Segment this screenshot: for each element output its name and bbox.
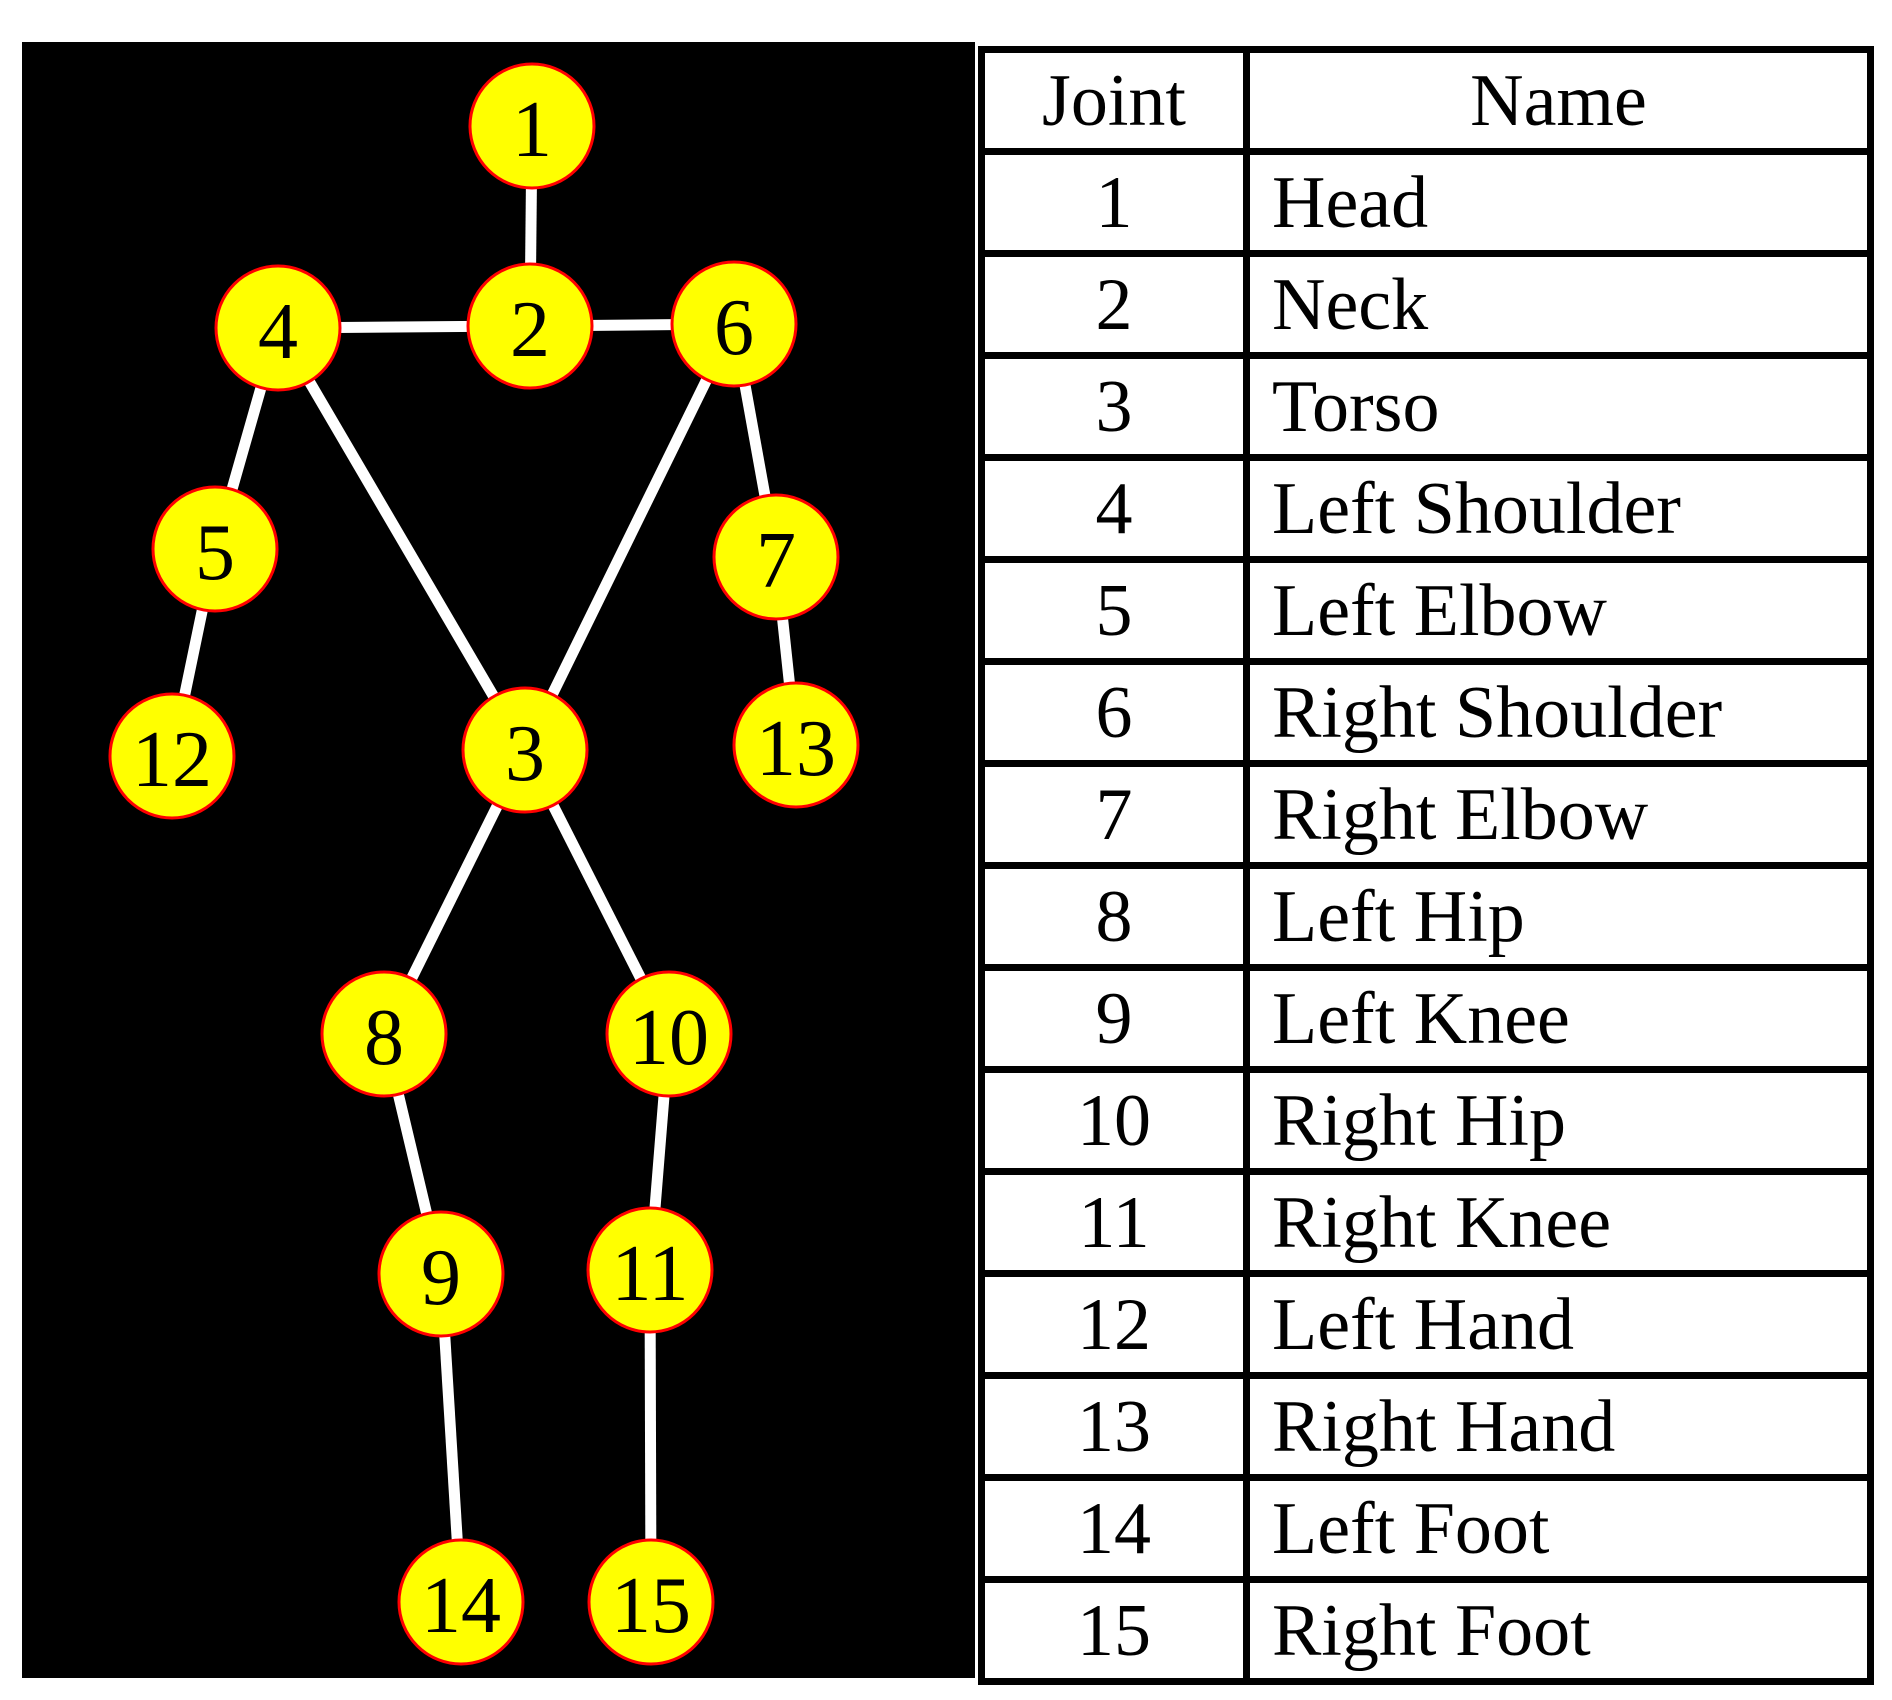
joint-name-cell: Right Hand	[1243, 1372, 1874, 1481]
joint-number-cell: 10	[978, 1066, 1250, 1175]
joint-name-cell: Left Elbow	[1243, 556, 1874, 665]
joint-name-cell: Neck	[1243, 250, 1874, 359]
joint-circle-15	[587, 1538, 715, 1666]
joint-name-cell: Right Hip	[1243, 1066, 1874, 1175]
joint-label-8: 8	[364, 994, 404, 1082]
joint-name-cell: Right Knee	[1243, 1168, 1874, 1277]
joint-number-cell: 9	[978, 964, 1250, 1073]
joint-number-cell: 6	[978, 658, 1250, 767]
joint-name-cell: Left Hand	[1243, 1270, 1874, 1379]
joint-number-cell: 4	[978, 454, 1250, 563]
joint-label-4: 4	[258, 288, 298, 376]
joint-label-5: 5	[195, 509, 235, 597]
joint-name-cell: Left Foot	[1243, 1474, 1874, 1583]
joint-name-cell: Head	[1243, 148, 1874, 257]
bone-4-3	[273, 325, 530, 753]
joint-circle-2	[466, 262, 594, 390]
joint-number-cell: 7	[978, 760, 1250, 869]
joint-node-3: 3	[461, 686, 589, 814]
joint-node-7: 7	[712, 493, 840, 621]
joint-circle-4	[214, 264, 342, 392]
joint-name-cell: Left Knee	[1243, 964, 1874, 1073]
joint-label-1: 1	[512, 86, 552, 174]
joint-label-9: 9	[421, 1234, 461, 1322]
joint-name-cell: Right Foot	[1243, 1576, 1874, 1685]
joint-node-4: 4	[214, 264, 342, 392]
joint-label-2: 2	[510, 286, 550, 374]
joint-label-14: 14	[421, 1562, 501, 1650]
joint-node-12: 12	[108, 692, 236, 820]
joint-node-2: 2	[466, 262, 594, 390]
joint-label-12: 12	[132, 716, 212, 804]
joint-node-8: 8	[320, 970, 448, 1098]
joint-number-cell: 15	[978, 1576, 1250, 1685]
joint-number-cell: 1	[978, 148, 1250, 257]
joint-node-6: 6	[670, 260, 798, 388]
joint-circle-13	[732, 681, 860, 809]
joint-number-cell: 5	[978, 556, 1250, 665]
joint-node-1: 1	[468, 62, 596, 190]
joint-node-10: 10	[605, 970, 733, 1098]
joint-circle-6	[670, 260, 798, 388]
joint-circle-14	[397, 1538, 525, 1666]
table-header-row: Joint Name	[978, 46, 1874, 155]
joint-node-15: 15	[587, 1538, 715, 1666]
joint-number-cell: 13	[978, 1372, 1250, 1481]
joint-circle-10	[605, 970, 733, 1098]
joint-number-cell: 12	[978, 1270, 1250, 1379]
joint-label-6: 6	[714, 284, 754, 372]
joint-number-cell: 11	[978, 1168, 1250, 1277]
joint-node-13: 13	[732, 681, 860, 809]
joint-number-cell: 2	[978, 250, 1250, 359]
joint-label-15: 15	[611, 1562, 691, 1650]
bone-6-3	[520, 321, 739, 753]
joint-node-5: 5	[151, 485, 279, 613]
joint-label-13: 13	[756, 705, 836, 793]
joint-circle-9	[377, 1210, 505, 1338]
joint-circle-8	[320, 970, 448, 1098]
joint-name-cell: Left Hip	[1243, 862, 1874, 971]
joint-name-cell: Right Shoulder	[1243, 658, 1874, 767]
joint-number-cell: 8	[978, 862, 1250, 971]
joint-circle-1	[468, 62, 596, 190]
joint-name-cell: Left Shoulder	[1243, 454, 1874, 563]
joint-label-7: 7	[756, 517, 796, 605]
joint-number-cell: 3	[978, 352, 1250, 461]
joint-name-cell: Right Elbow	[1243, 760, 1874, 869]
joint-number-cell: 14	[978, 1474, 1250, 1583]
joint-circle-11	[586, 1206, 714, 1334]
joint-node-14: 14	[397, 1538, 525, 1666]
joint-circle-3	[461, 686, 589, 814]
joint-label-10: 10	[629, 994, 709, 1082]
joint-circle-7	[712, 493, 840, 621]
header-joint: Joint	[978, 46, 1250, 155]
joint-circle-5	[151, 485, 279, 613]
joint-node-9: 9	[377, 1210, 505, 1338]
header-name: Name	[1243, 46, 1874, 155]
joint-label-3: 3	[505, 710, 545, 798]
joint-circle-12	[108, 692, 236, 820]
joint-label-11: 11	[611, 1230, 688, 1318]
joint-node-11: 11	[586, 1206, 714, 1334]
joint-name-cell: Torso	[1243, 352, 1874, 461]
